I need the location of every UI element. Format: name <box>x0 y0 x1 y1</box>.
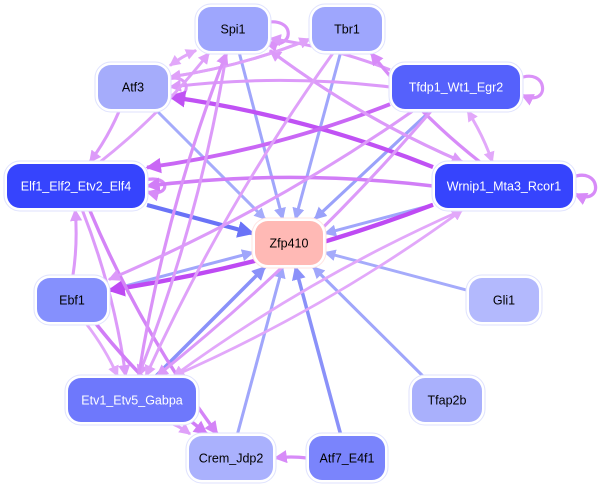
node-box <box>7 164 145 208</box>
node-tfdp1[interactable]: Tfdp1_Wt1_Egr2 <box>388 61 524 113</box>
edge-elf1-to-zfp410 <box>146 202 255 238</box>
edge-atf3-to-spi1 <box>169 49 198 67</box>
edge-ebf1-to-elf1 <box>70 208 83 277</box>
edges-layer <box>70 20 598 464</box>
edge-tfdp1-to-elf1 <box>145 102 391 174</box>
edge-tfdp1-to-zfp410 <box>313 109 432 221</box>
node-box <box>312 7 382 51</box>
edge-spi1-to-etv1 <box>136 52 228 378</box>
node-atf7[interactable]: Atf7_E4f1 <box>305 432 389 484</box>
edge-atf3-to-zfp410 <box>155 109 267 221</box>
node-box <box>37 278 107 322</box>
node-box <box>469 278 539 322</box>
node-box <box>255 221 323 265</box>
edge-crem-to-zfp410 <box>236 265 286 435</box>
node-box <box>309 436 385 480</box>
edge-tfdp1-to-wrnip1 <box>466 110 495 164</box>
node-label: Etv1_Etv5_Gabpa <box>81 394 183 408</box>
edge-atf3-to-elf1 <box>88 110 121 163</box>
edge-gli1-to-zfp410 <box>323 249 468 292</box>
node-label: Crem_Jdp2 <box>199 452 264 466</box>
edge-spi1-to-wrnip1 <box>269 49 464 164</box>
node-box <box>412 378 482 422</box>
edge-atf7-to-crem <box>273 450 308 464</box>
node-etv1[interactable]: Etv1_Etv5_Gabpa <box>64 374 200 426</box>
edge-tfap2b-to-zfp410 <box>312 265 424 378</box>
node-gli1[interactable]: Gli1 <box>465 274 543 326</box>
node-label: Elf1_Elf2_Etv2_Elf4 <box>21 180 132 194</box>
node-box <box>198 7 268 51</box>
node-label: Atf7_E4f1 <box>320 452 375 466</box>
edge-atf7-to-zfp410 <box>291 265 343 435</box>
node-tbr1[interactable]: Tbr1 <box>308 3 386 55</box>
edge-etv1-to-zfp410 <box>154 265 267 378</box>
node-zfp410[interactable]: Zfp410 <box>251 217 327 269</box>
node-box <box>189 436 273 480</box>
node-label: Wrnip1_Mta3_Rcor1 <box>447 180 561 194</box>
edge-wrnip1-to-etv1 <box>172 208 463 378</box>
node-label: Atf3 <box>122 81 144 95</box>
node-crem[interactable]: Crem_Jdp2 <box>185 432 277 484</box>
edge-etv1-to-spi1 <box>136 51 229 377</box>
edge-tfdp1-to-atf3 <box>168 78 391 92</box>
node-wrnip1[interactable]: Wrnip1_Mta3_Rcor1 <box>431 160 577 212</box>
edge-ebf1-to-etv1 <box>85 323 119 378</box>
node-label: Tfdp1_Wt1_Egr2 <box>409 81 504 95</box>
edge-etv1-to-wrnip1 <box>173 208 464 378</box>
node-label: Ebf1 <box>59 294 85 308</box>
node-label: Gli1 <box>493 294 515 308</box>
node-box <box>68 378 196 422</box>
edge-atf3-to-tbr1 <box>169 37 312 79</box>
edge-ebf1-to-zfp410 <box>108 249 255 292</box>
node-label: Spi1 <box>220 23 245 37</box>
node-label: Tfap2b <box>428 394 467 408</box>
node-box <box>435 164 573 208</box>
node-box <box>98 65 168 109</box>
node-elf1[interactable]: Elf1_Elf2_Etv2_Elf4 <box>3 160 149 212</box>
edge-tfdp1-to-tfdp1 <box>517 74 545 106</box>
node-spi1[interactable]: Spi1 <box>194 3 272 55</box>
node-tfap2b[interactable]: Tfap2b <box>408 374 486 426</box>
edge-wrnip1-to-elf1 <box>145 175 434 192</box>
node-label: Tbr1 <box>334 23 360 37</box>
node-label: Zfp410 <box>270 237 309 251</box>
node-atf3[interactable]: Atf3 <box>94 61 172 113</box>
edge-wrnip1-to-atf3 <box>168 90 434 170</box>
edge-tfdp1-to-ebf1 <box>107 109 414 281</box>
node-ebf1[interactable]: Ebf1 <box>33 274 111 326</box>
edge-wrnip1-to-wrnip1 <box>570 173 598 205</box>
edge-tbr1-to-etv1 <box>144 52 335 378</box>
node-box <box>392 65 520 109</box>
